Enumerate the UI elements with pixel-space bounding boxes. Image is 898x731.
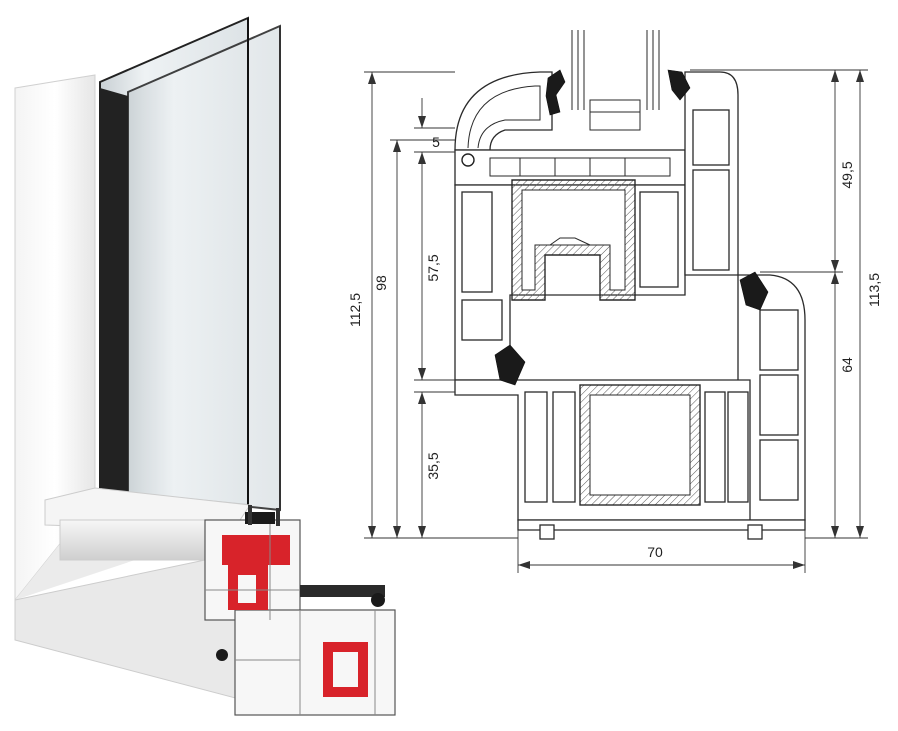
sash-reinforcement-notch [549,237,591,246]
frame-chamber [524,391,548,503]
frame-reinforcement-inner [589,394,691,496]
gasket [245,512,275,524]
label-35-5: 35,5 [425,452,441,479]
label-70: 70 [647,544,663,560]
frame-chamber [759,374,799,436]
section-frame [234,609,396,716]
gasket-middle [739,271,769,311]
dimension-64 [831,272,839,538]
gasket-small [461,153,475,167]
gasket-top-left [545,69,566,116]
label-5: 5 [432,134,440,150]
sash-reinforcement-inner [521,189,626,291]
frame-chamber [552,391,576,503]
gasket [216,649,228,661]
gasket [371,593,385,607]
glazing-unit [571,30,660,131]
label-49-5: 49,5 [839,161,855,188]
glass-pane-front [127,24,281,512]
glazing-bead-inner [467,85,541,149]
dimension-57-5 [414,152,455,381]
gasket-top-right [667,69,691,101]
label-112-5: 112,5 [347,293,363,327]
spacer-bar [589,99,641,131]
frame-chamber [692,169,730,271]
glass-section [276,508,280,526]
dimension-35-5 [414,391,455,538]
label-64: 64 [839,357,855,373]
window-corner-render [14,16,396,716]
gasket [300,585,385,597]
label-98: 98 [373,275,389,291]
glazing-bead [59,519,221,561]
spacer-vertical [100,88,128,494]
frame-chamber [727,391,749,503]
frame-chamber [759,439,799,501]
dimension-49-5 [760,70,843,273]
dimension-98 [390,139,455,538]
dimension-113-5 [690,69,868,539]
frame-chamber [759,309,799,371]
spacer-dividers [519,158,626,176]
frame-lug [539,524,555,540]
gasket-lower [494,344,526,386]
label-57-5: 57,5 [425,254,441,281]
reinforcement-frame-inner [333,652,358,687]
reinforcement-sash [222,535,290,565]
spacer-strip [489,157,671,177]
frame-chamber [704,391,726,503]
frame-lug [747,524,763,540]
label-113-5: 113,5 [866,273,882,307]
sash-chamber [461,299,503,341]
sash-chamber [461,191,493,293]
profile-cross-section [204,505,396,716]
glazing-bead-section [454,71,553,151]
dimension-112-5 [364,71,518,539]
sash-chamber [639,191,679,288]
frame-chamber [692,109,730,166]
glass-section [248,505,252,525]
technical-drawing: 112,5 98 5 57,5 35,5 113,5 49,5 64 70 [347,30,882,573]
reinforcement-sash-inner [238,575,256,603]
dimension-5 [414,98,455,160]
dimension-70 [517,530,806,573]
